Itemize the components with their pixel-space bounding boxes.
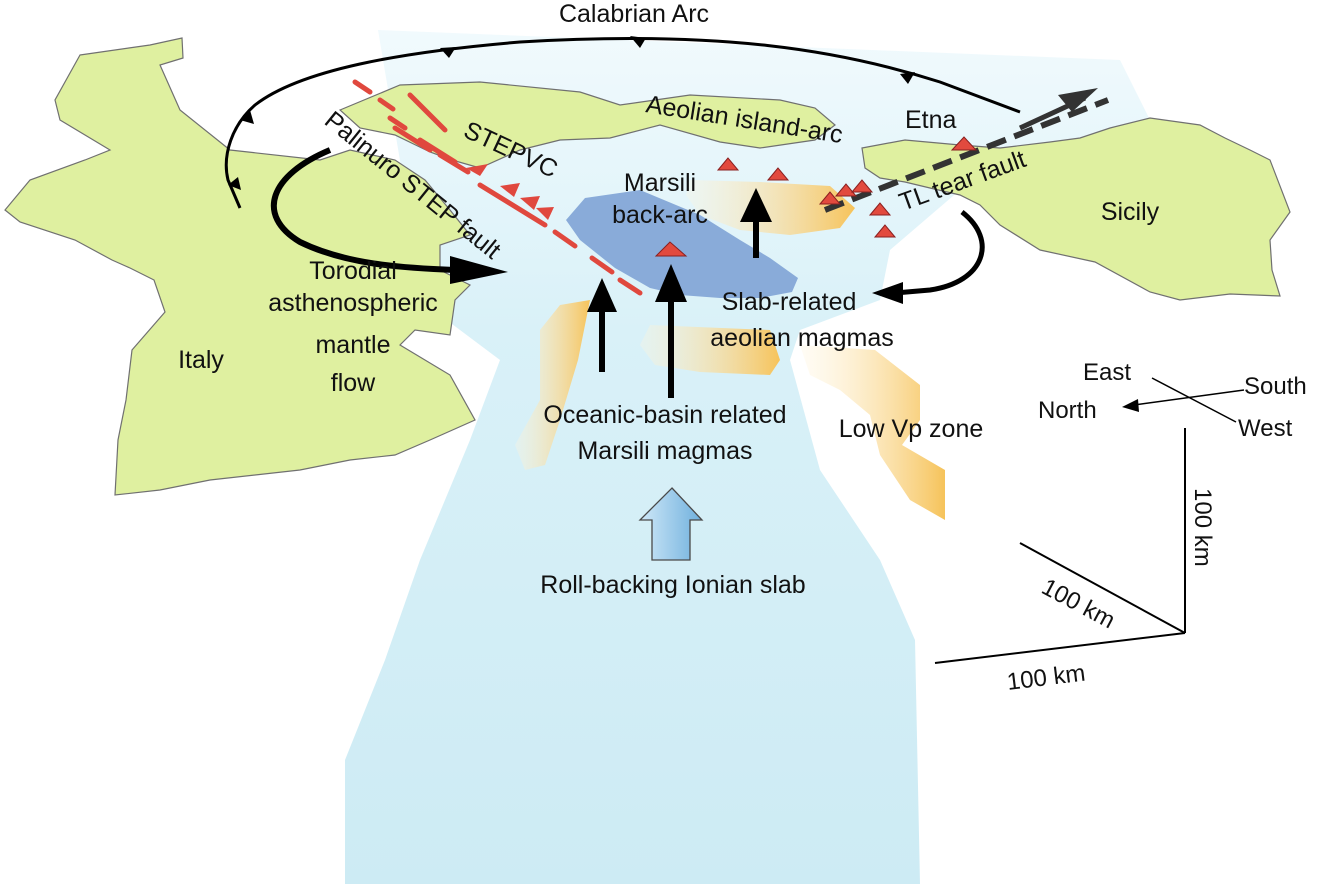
volcano xyxy=(850,179,874,193)
scale-diagonal-label: 100 km xyxy=(1037,573,1119,634)
magma-arrow-upper-head xyxy=(740,188,772,222)
back-arc-label: back-arc xyxy=(612,201,708,229)
volcano xyxy=(873,224,897,238)
compass-line-north-south xyxy=(1133,389,1245,406)
scale-axis-diagonal xyxy=(1019,542,1186,634)
volcano xyxy=(834,183,858,197)
low-vp-label: Low Vp zone xyxy=(839,415,984,443)
low-vp-zone-center xyxy=(640,325,780,375)
compass-west: West xyxy=(1238,415,1293,442)
etna-label: Etna xyxy=(905,106,957,134)
compass-north-arrowhead xyxy=(1122,399,1139,412)
tl-tear-fault xyxy=(823,97,1110,213)
subduction-tooth xyxy=(630,36,646,48)
marsili-back-arc xyxy=(566,190,798,298)
volcano-marsili xyxy=(654,241,688,257)
volcano xyxy=(818,191,842,205)
subduction-tooth xyxy=(228,177,241,190)
magma-arrow-left-head xyxy=(587,278,617,312)
compass-south: South xyxy=(1244,373,1307,400)
low-vp-zone-left xyxy=(515,300,590,470)
toroidal-label-4: flow xyxy=(331,369,376,397)
low-vp-zone-upper xyxy=(686,180,855,235)
palinuro-step-fault xyxy=(352,79,643,296)
compass-line-east-west xyxy=(1151,377,1237,423)
subduction-tooth xyxy=(440,47,456,58)
subduction-tooth xyxy=(900,72,915,84)
roll-back-label: Roll-backing Ionian slab xyxy=(540,571,805,599)
toroidal-label-2: asthenospheric xyxy=(268,289,438,317)
oceanic-label-1: Oceanic-basin related xyxy=(543,401,786,429)
volcano xyxy=(766,167,790,181)
italy-label: Italy xyxy=(178,346,224,374)
toroidal-label-1: Torodial xyxy=(309,257,397,285)
slab-related-label-1: Slab-related xyxy=(722,288,857,316)
scale-axis-horizontal xyxy=(934,632,1186,664)
toroidal-label-3: mantle xyxy=(315,331,390,359)
roll-back-arrow xyxy=(638,487,704,561)
toroidal-flow-arrow-left xyxy=(270,147,456,273)
toroidal-flow-arrow-right xyxy=(894,210,985,296)
step-fault-teeth xyxy=(466,164,554,220)
scale-horizontal-label: 100 km xyxy=(1005,660,1086,696)
ionian-slab xyxy=(345,30,1150,884)
italy-landmass xyxy=(4,37,476,496)
volcano-etna xyxy=(950,136,978,151)
calabrian-arc-front xyxy=(224,36,1021,209)
toroidal-flow-arrowhead-left xyxy=(450,256,508,284)
compass-east: East xyxy=(1083,359,1131,386)
subduction-tooth xyxy=(240,110,254,124)
volcano xyxy=(716,157,740,171)
marsili-label: Marsili xyxy=(624,169,696,197)
tl-tear-fault-arrowhead xyxy=(1058,88,1098,112)
magma-arrow-center-head xyxy=(655,264,687,302)
oceanic-label-2: Marsili magmas xyxy=(577,437,752,465)
volcanoes xyxy=(654,136,978,257)
compass-north: North xyxy=(1038,397,1097,424)
calabrian-arc-label: Calabrian Arc xyxy=(559,0,709,28)
toroidal-flow-arrowhead-right xyxy=(872,282,903,304)
sicily-landmass xyxy=(861,117,1291,301)
sicily-label: Sicily xyxy=(1101,198,1160,226)
low-vp-zone-right xyxy=(800,345,945,520)
scale-vertical-label: 100 km xyxy=(1189,488,1216,567)
slab-related-label-2: aeolian magmas xyxy=(710,324,893,352)
volcano xyxy=(868,202,892,216)
